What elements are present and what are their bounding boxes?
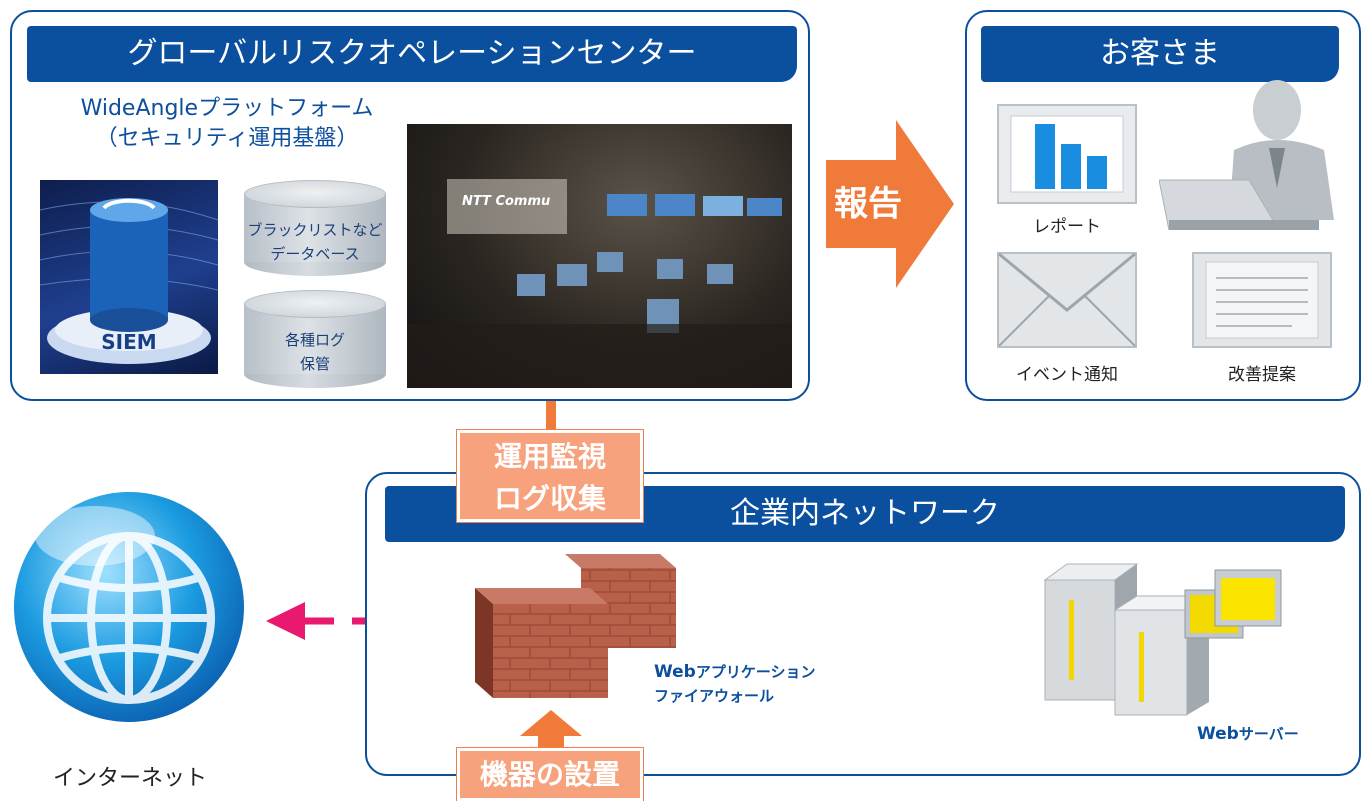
improvement-proposal-label: 改善提案 bbox=[1228, 365, 1296, 385]
firewall-icon bbox=[475, 554, 676, 698]
waf-caption-rest: アプリケーション bbox=[695, 663, 816, 681]
monitoring-log-box: 運用監視 ログ収集 bbox=[457, 430, 643, 522]
web-server-caption-rest: サーバー bbox=[1238, 725, 1299, 743]
waf-caption-line1: Webアプリケーション bbox=[654, 660, 816, 684]
log-db-label-1: 各種ログ bbox=[284, 331, 345, 349]
report-chart-icon bbox=[997, 104, 1137, 204]
report-arrow-icon bbox=[826, 120, 954, 288]
customer-title: お客さま bbox=[981, 26, 1339, 82]
soc-title: グローバルリスクオペレーションセンター bbox=[27, 26, 797, 82]
siem-cylinder-icon bbox=[40, 198, 218, 364]
platform-name: WideAngleプラットフォーム bbox=[80, 96, 374, 121]
waf-caption: Webアプリケーション ファイアウォール bbox=[654, 660, 816, 708]
siem-image: SIEM bbox=[40, 180, 218, 374]
blacklist-db-label-1: ブラックリストなど bbox=[247, 221, 383, 239]
platform-caption: WideAngleプラットフォーム （セキュリティ運用基盤） bbox=[42, 94, 412, 154]
blacklist-database-icon: ブラックリストなどデータベース bbox=[244, 180, 386, 276]
install-device-box: 機器の設置 bbox=[457, 748, 643, 801]
log-storage-icon: 各種ログ保管 bbox=[244, 290, 386, 388]
web-server-caption: Webサーバー bbox=[1197, 722, 1299, 746]
report-label: レポート bbox=[1033, 217, 1101, 237]
customer-panel: お客さま レポート イベント通知 改善提案 bbox=[965, 10, 1361, 401]
blacklist-db-label-2: データベース bbox=[270, 245, 360, 263]
event-notification-label: イベント通知 bbox=[1016, 365, 1118, 385]
document-icon bbox=[1192, 252, 1332, 348]
log-collection-label: ログ収集 bbox=[493, 482, 606, 515]
waf-caption-line2: ファイアウォール bbox=[654, 687, 775, 705]
arrow-left-head bbox=[266, 602, 305, 640]
web-server-icon bbox=[1043, 563, 1282, 716]
person-laptop-icon bbox=[1159, 80, 1334, 230]
install-arrow-icon bbox=[520, 710, 582, 760]
waf-caption-bold: Web bbox=[654, 662, 696, 682]
envelope-icon bbox=[997, 252, 1137, 348]
internet-label: インターネット bbox=[52, 766, 207, 791]
operations-room-photo: NTT Commu bbox=[407, 124, 792, 388]
report-arrow-label: 報告 bbox=[834, 184, 902, 224]
internet-globe-icon bbox=[14, 492, 244, 722]
room-sign: NTT Commu bbox=[462, 194, 551, 209]
monitoring-label: 運用監視 bbox=[493, 440, 606, 473]
siem-label: SIEM bbox=[101, 330, 157, 354]
platform-subtitle: （セキュリティ運用基盤） bbox=[95, 126, 359, 151]
web-server-caption-bold: Web bbox=[1197, 724, 1239, 744]
soc-panel: グローバルリスクオペレーションセンター WideAngleプラットフォーム （セ… bbox=[10, 10, 810, 401]
log-db-label-2: 保管 bbox=[299, 355, 330, 373]
